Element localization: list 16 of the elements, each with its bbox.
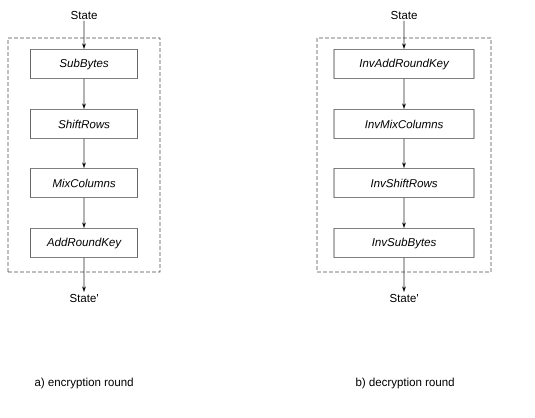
process-box: AddRoundKey [30, 228, 138, 258]
process-box: MixColumns [30, 168, 138, 198]
dashed-frame [8, 38, 160, 272]
process-box: InvShiftRows [334, 168, 474, 198]
state-label: State' [390, 294, 418, 302]
state-label: State' [70, 294, 98, 302]
process-box: ShiftRows [30, 109, 138, 139]
process-box: InvAddRoundKey [334, 49, 474, 79]
process-box: SubBytes [30, 49, 138, 79]
caption: b) decryption round [356, 378, 454, 388]
process-box: InvMixColumns [334, 109, 474, 139]
caption: a) encryption round [34, 378, 133, 388]
state-label: State [391, 10, 417, 20]
process-box: InvSubBytes [334, 228, 474, 258]
state-label: State [71, 10, 97, 20]
dashed-frame [316, 38, 492, 272]
